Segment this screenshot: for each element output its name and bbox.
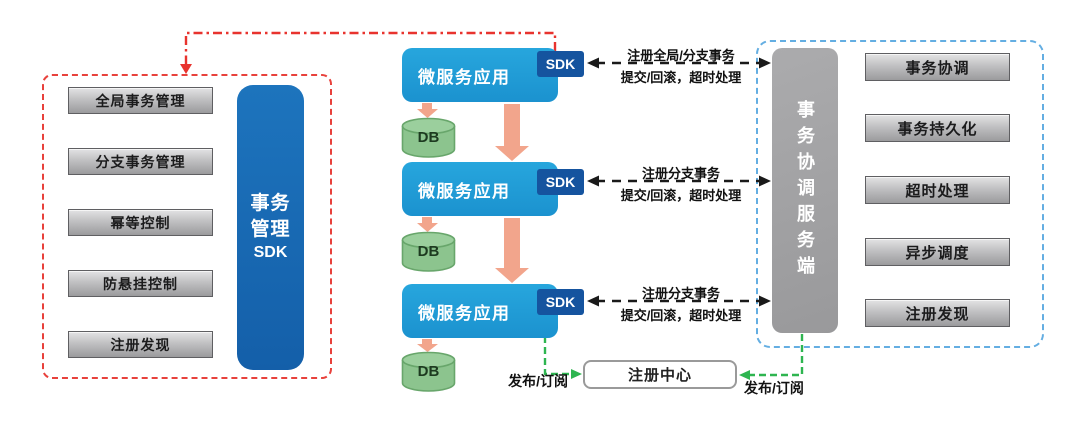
left-module-registry-discovery: 注册发现 [68,331,213,358]
microservice-app-label: 微服务应用 [418,303,511,323]
right-module-registry-discovery: 注册发现 [865,299,1010,327]
transaction-manager-sdk-box: 事务 管理 SDK [237,85,304,370]
microservice-app-label: 微服务应用 [418,181,511,201]
branch-tx-link2-label-line1: 注册分支事务 [641,286,720,301]
sdk-badge-1: SDK [537,51,584,77]
database-cylinder-1: DB [400,117,457,159]
db-label: DB [417,129,440,146]
db-cylinder-icon [401,231,456,272]
coordinator-server-label: 事务协调服务端 [795,99,815,282]
red-arrowhead-down-icon [180,64,192,74]
transaction-manager-sdk-frame [42,74,332,379]
coordinator-server-frame [756,40,1044,348]
microservice-app-label: 微服务应用 [418,67,511,87]
sdk-box-line1: 事务 [250,193,291,215]
db-cylinder-icon [401,117,456,158]
transaction-coordinator-server-box: 事务协调服务端 [772,48,838,333]
left-module-anti-suspension: 防悬挂控制 [68,270,213,297]
app-call-flow-arrow-icon [495,218,529,283]
global-tx-link-label-line2: 提交/回滚，超时处理 [620,70,742,85]
right-module-tx-persistence: 事务持久化 [865,114,1010,142]
sdk-box-line3: SDK [253,244,288,262]
right-module-tx-coordination: 事务协调 [865,53,1010,81]
sdk-badge-2: SDK [537,169,584,195]
database-cylinder-3: DB [400,351,457,393]
right-module-timeout-handling: 超时处理 [865,176,1010,204]
left-module-idempotent-control: 幂等控制 [68,209,213,236]
app-to-db-arrow-icon [417,217,438,232]
microservice-app-2: 微服务应用 [402,162,558,216]
app-to-db-arrow-icon [417,103,438,118]
branch-tx-link1-label-line1: 注册分支事务 [641,166,720,181]
db-label: DB [417,363,440,380]
branch-tx-link2-label-line2: 提交/回滚，超时处理 [620,308,742,323]
left-module-branch-tx-management: 分支事务管理 [68,148,213,175]
sdk-box-line2: 管理 [250,218,291,240]
microservice-app-1: 微服务应用 [402,48,558,102]
right-module-async-scheduling: 异步调度 [865,238,1010,266]
pubsub-label-right: 发布/订阅 [744,380,804,396]
db-cylinder-icon [401,351,456,392]
database-cylinder-2: DB [400,231,457,273]
left-module-global-tx-management: 全局事务管理 [68,87,213,114]
branch-tx-link1-label-line2: 提交/回滚，超时处理 [620,188,742,203]
pubsub-label-left: 发布/订阅 [508,373,568,389]
registry-center-box: 注册中心 [583,360,737,389]
app-call-flow-arrow-icon [495,104,529,161]
sdk-badge-3: SDK [537,289,584,315]
global-tx-link-label-line1: 注册全局/分支事务 [627,48,735,63]
green-arrowhead-right-icon [571,369,582,379]
microservice-app-3: 微服务应用 [402,284,558,338]
db-label: DB [417,243,440,260]
